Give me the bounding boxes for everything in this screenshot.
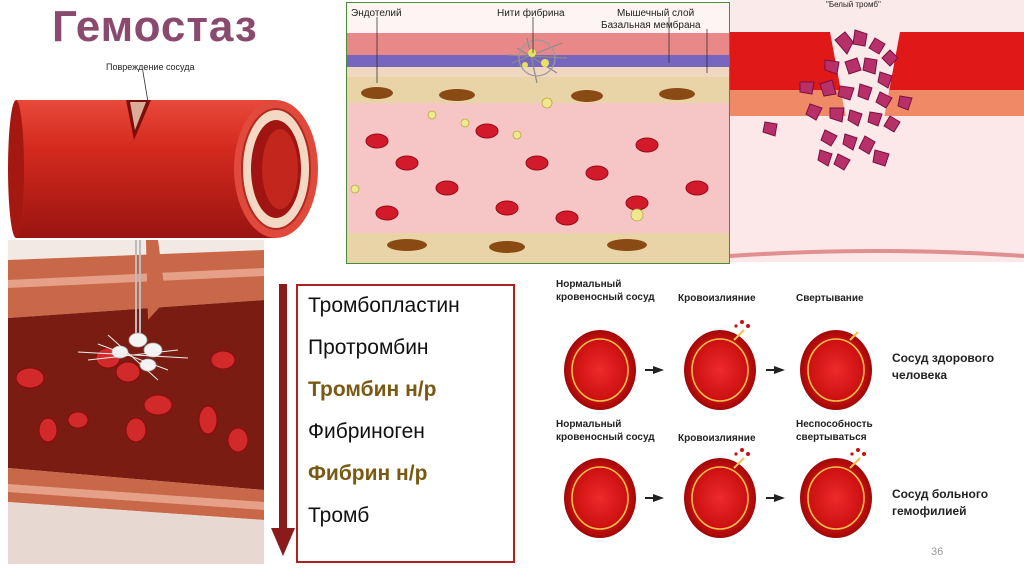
row1-col2-caption: Кровоизлияние (678, 293, 756, 304)
row1-vessels (564, 320, 872, 410)
cascade-down-arrow (271, 284, 295, 556)
label-endothelium: Эндотелий (351, 8, 402, 19)
row1-col1-line2: кровеносный сосуд (556, 292, 655, 303)
vessel-wall-cross-section: Эндотелий Нити фибрина Мышечный слой Баз… (346, 2, 730, 264)
row1-col1-caption: Нормальный кровеносный сосуд (556, 278, 655, 304)
cascade-step-thrombus: Тромб (308, 504, 370, 527)
label-muscle-layer: Мышечный слой (617, 8, 695, 19)
row2-side-line2: гемофилией (892, 504, 967, 518)
cross-section-illustration (347, 3, 729, 263)
row2-col2-caption: Кровоизлияние (678, 433, 756, 444)
row2-col3-caption: Неспособность свертываться (796, 418, 873, 444)
row2-vessels (564, 448, 872, 538)
vessel-damage-label: Повреждение сосуда (106, 62, 195, 72)
white-thrombus-illustration (730, 29, 1024, 262)
vessel-damage-panel: Повреждение сосуда (6, 60, 318, 242)
row2-col3-line2: свертываться (796, 432, 867, 443)
cascade-step-fibrin: Фибрин н/р (308, 462, 428, 485)
slide-title: Гемостаз (52, 2, 258, 51)
row2-side-line1: Сосуд больного (892, 487, 989, 501)
row2-col1-line2: кровеносный сосуд (556, 432, 655, 443)
cascade-step-thromboplastin: Тромбопластин (308, 294, 460, 317)
page-number: 36 (931, 546, 944, 558)
cascade-step-prothrombin: Протромбин (308, 336, 429, 359)
hemophilia-comparison-panel: Нормальный кровеносный сосуд Кровоизлиян… (540, 270, 1024, 560)
vessel-interior-illustration (8, 240, 264, 564)
row1-side-line1: Сосуд здорового (892, 351, 995, 365)
vessel-interior-panel (8, 240, 264, 564)
white-thrombus-label: "Белый тромб" (826, 0, 881, 9)
row1-side-line2: человека (892, 368, 948, 382)
comparison-vessels (564, 320, 872, 538)
row2-col1-line1: Нормальный (556, 419, 622, 430)
white-thrombus-panel: "Белый тромб" (730, 0, 1024, 262)
label-fibrin-threads: Нити фибрина (497, 8, 565, 19)
row2-col1-caption: Нормальный кровеносный сосуд (556, 418, 655, 444)
vessel-tube-illustration (8, 71, 318, 238)
row1-side-caption: Сосуд здорового человека (892, 350, 994, 384)
label-basal-membrane: Базальная мембрана (601, 20, 701, 31)
coagulation-cascade-box: Тромбопластин Протромбин Тромбин н/р Фиб… (296, 284, 515, 563)
cascade-step-fibrinogen: Фибриноген (308, 420, 425, 443)
cascade-step-thrombin: Тромбин н/р (308, 378, 437, 401)
row1-col3-caption: Свертывание (796, 293, 864, 304)
row2-col3-line1: Неспособность (796, 419, 873, 430)
row2-side-caption: Сосуд больного гемофилией (892, 486, 988, 520)
row1-col1-line1: Нормальный (556, 279, 622, 290)
